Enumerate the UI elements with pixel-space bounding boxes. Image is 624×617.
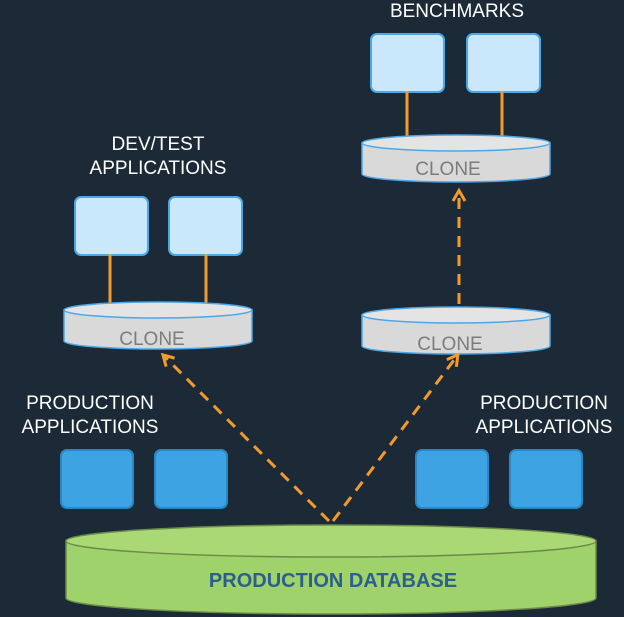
prod-app-box-right-1 — [415, 449, 489, 509]
devtest-label-line1: DEV/TEST — [111, 134, 205, 155]
clone-arrows — [160, 187, 467, 523]
clone-disk-top-right: CLONE — [361, 134, 551, 183]
benchmark-app-box-1 — [370, 33, 445, 93]
prod-apps-left-label-line2: APPLICATIONS — [21, 417, 159, 438]
production-database-disk: PRODUCTION DATABASE — [65, 524, 597, 615]
clone-disk-mid-left: CLONE — [63, 301, 253, 350]
prod-app-box-right-2 — [509, 449, 583, 509]
prod-apps-right-label-line2: APPLICATIONS — [475, 417, 613, 438]
devtest-label-line2: APPLICATIONS — [89, 158, 227, 179]
devtest-app-box-2 — [168, 196, 243, 256]
clone-disk-mid-right: CLONE — [361, 306, 551, 355]
benchmark-app-box-2 — [466, 33, 541, 93]
production-database-label: PRODUCTION DATABASE — [209, 570, 457, 592]
clone-label-mid-right: CLONE — [417, 334, 482, 355]
clone-label-mid-left: CLONE — [119, 329, 184, 350]
arrow-db-to-left-clone — [160, 352, 331, 523]
arrow-db-to-right-clone — [331, 352, 460, 522]
prod-app-box-left-1 — [60, 449, 134, 509]
clone-label-top-right: CLONE — [415, 159, 480, 180]
prod-app-box-left-2 — [154, 449, 228, 509]
connector-lines — [108, 91, 504, 305]
benchmarks-label: BENCHMARKS — [389, 1, 525, 22]
prod-apps-left-label-line1: PRODUCTION — [26, 393, 154, 414]
prod-apps-right-label-line1: PRODUCTION — [480, 393, 608, 414]
